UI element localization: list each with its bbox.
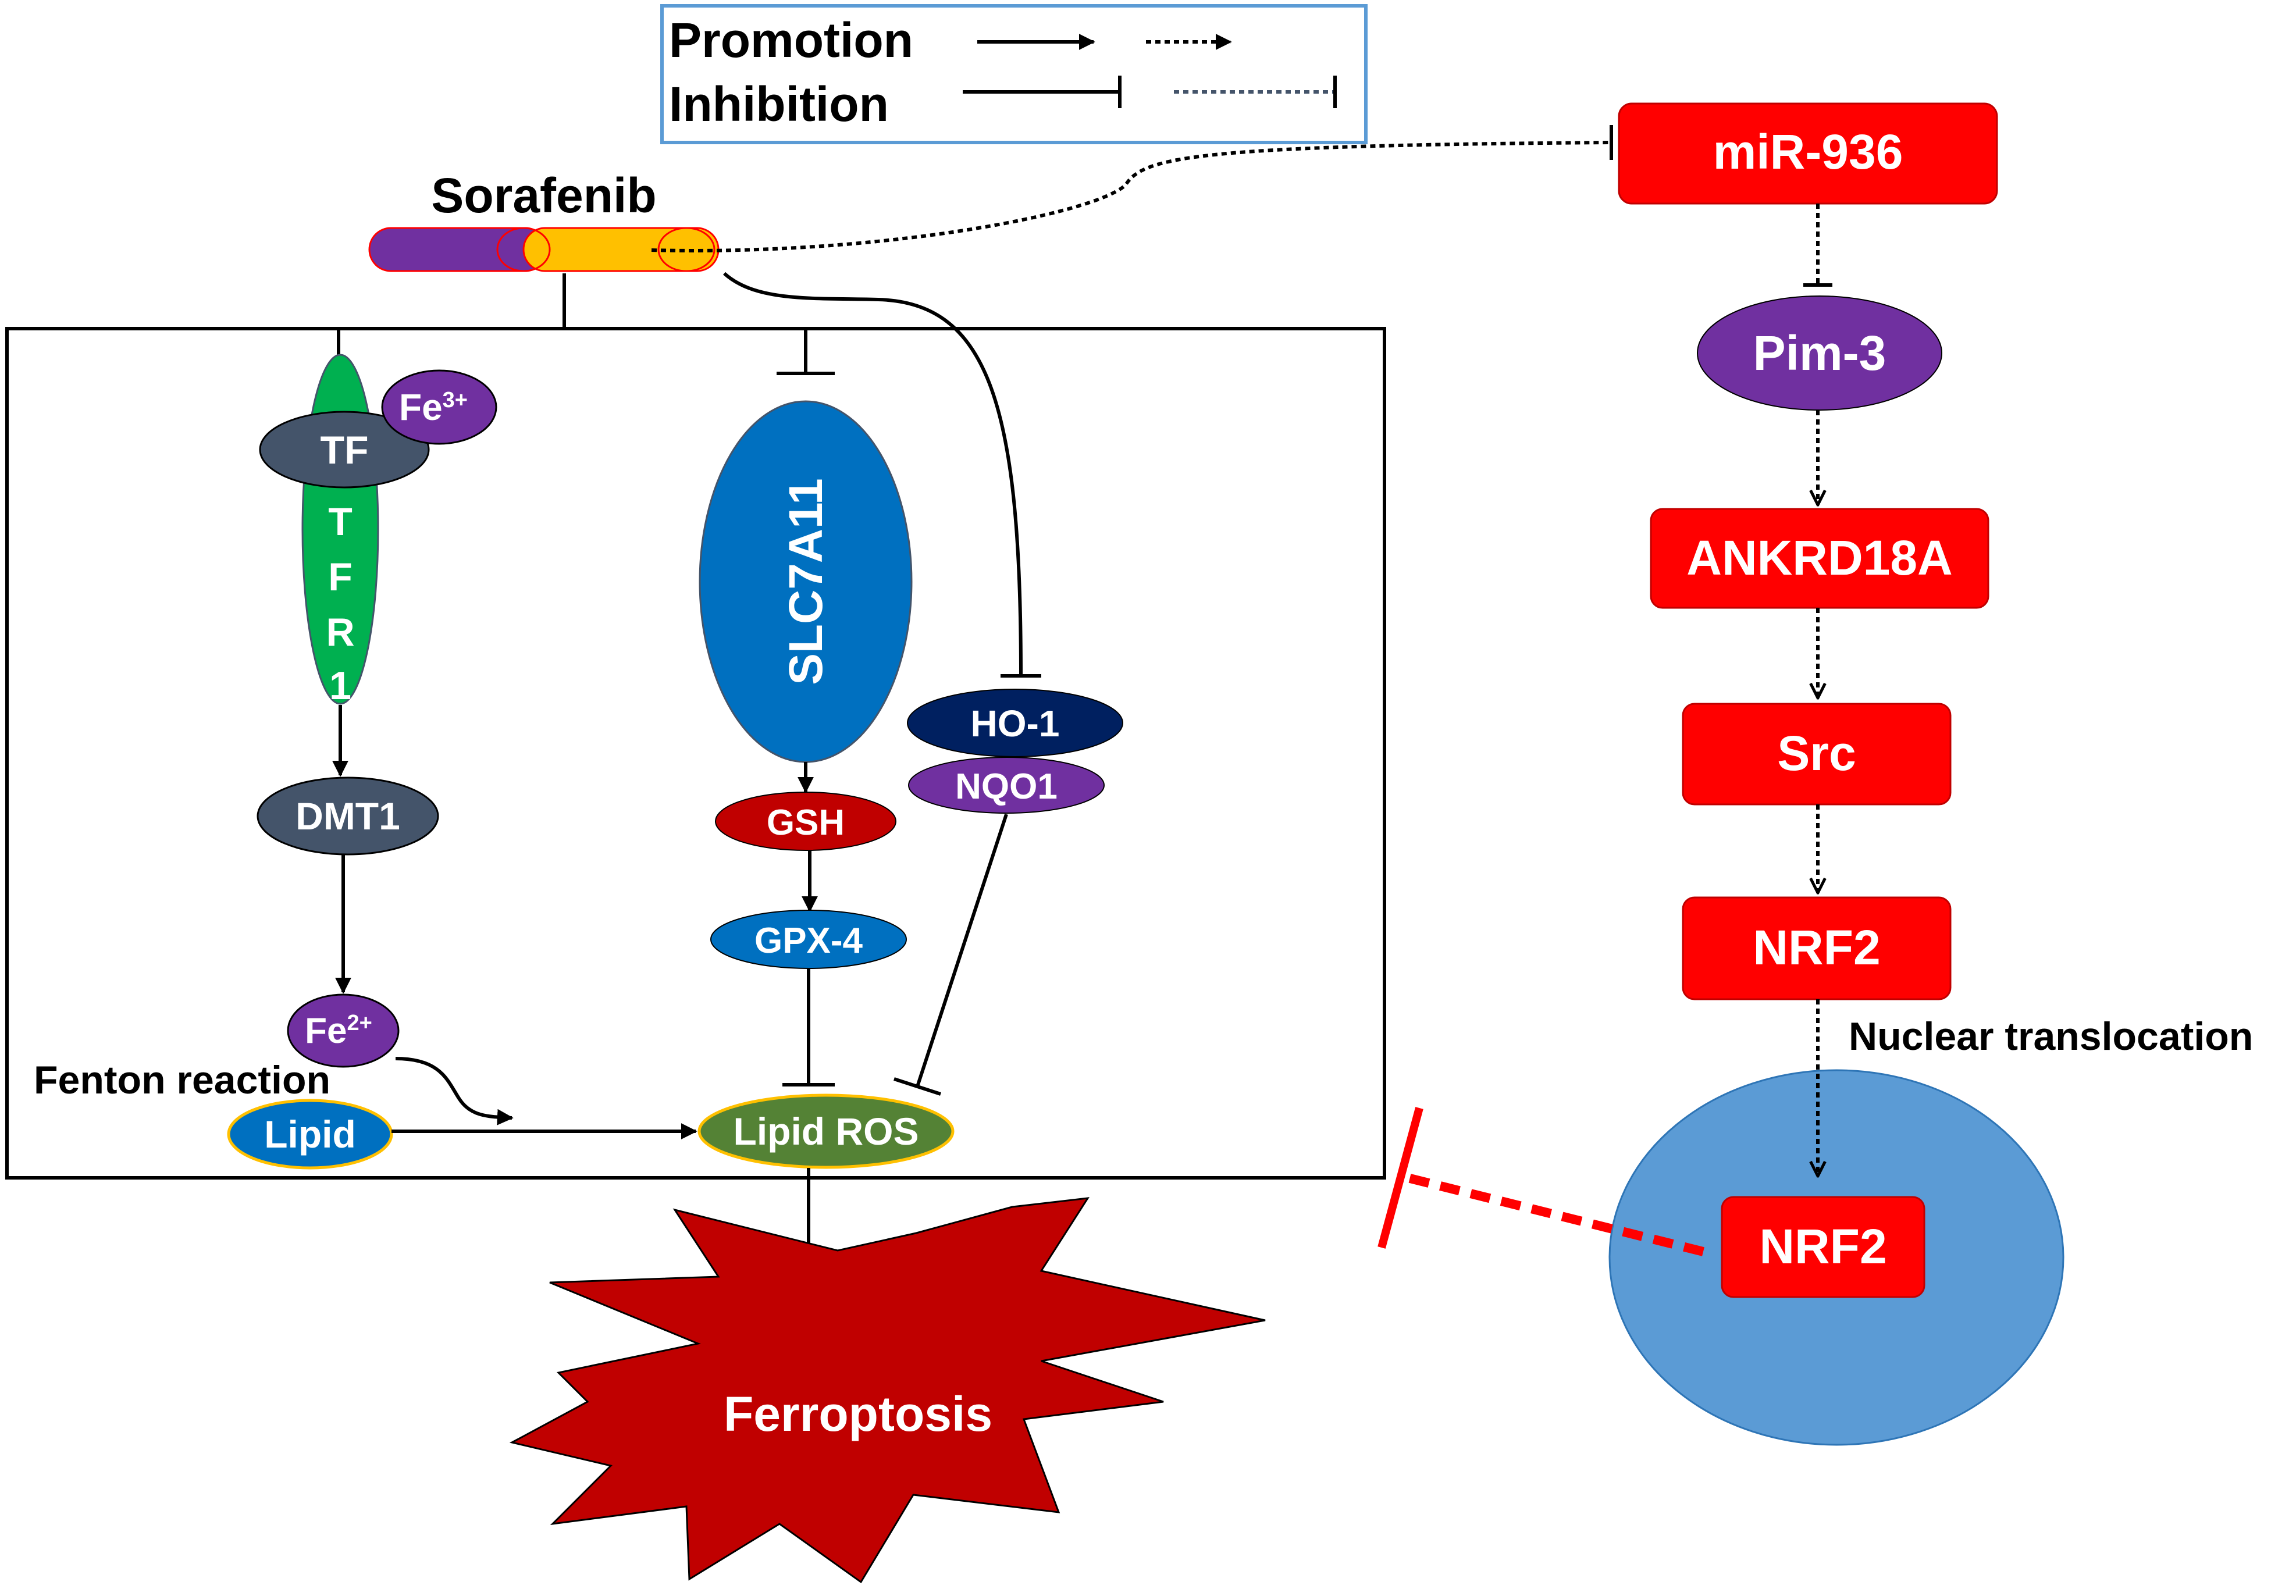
nuclear-translocation-label: Nuclear translocation	[1849, 1014, 2253, 1059]
legend-box: Promotion Inhibition	[660, 4, 1368, 144]
dmt1-node	[257, 776, 439, 856]
lipid-label: Lipid	[264, 1113, 356, 1156]
gsh-label: GSH	[767, 803, 845, 843]
pim3-label: Pim-3	[1753, 326, 1886, 380]
tfr1-letter-r: R	[326, 610, 354, 654]
nrf2-nuclear-box	[1721, 1196, 1925, 1298]
tfr1-letter-t: T	[328, 500, 353, 544]
gpx4-label: GPX-4	[754, 921, 863, 961]
legend-promotion-label: Promotion	[669, 13, 913, 67]
sorafenib-drug: Sorafenib	[368, 168, 720, 272]
tfr1-letter-f: F	[328, 555, 353, 599]
lipid-ros-label: Lipid ROS	[734, 1110, 919, 1153]
nrf2-cytoplasm-label: NRF2	[1753, 920, 1880, 975]
fe3-label: Fe3+	[399, 386, 468, 428]
ankrd18a-label: ANKRD18A	[1686, 530, 1952, 585]
ho1-node	[907, 689, 1123, 757]
mir936-box	[1618, 102, 1998, 205]
sorafenib-purple-segment	[368, 227, 548, 272]
gsh-node	[715, 792, 896, 851]
fenton-reaction-label: Fenton reaction	[34, 1058, 330, 1102]
legend-inhibition-label: Inhibition	[669, 77, 889, 131]
fe3-node	[381, 369, 497, 445]
fe2-label: Fe2+	[305, 1011, 372, 1051]
nrf2-inhibition-bar	[1377, 1107, 1423, 1249]
sorafenib-label: Sorafenib	[431, 168, 656, 223]
tf-label: TF	[320, 428, 368, 472]
tfr1-letter-1: 1	[329, 664, 351, 708]
ferroptosis-burst	[509, 1197, 1266, 1584]
slc7a11-label: SLC7A11	[779, 478, 832, 685]
nrf2-nuclear-label: NRF2	[1759, 1219, 1886, 1274]
tf-node	[259, 411, 430, 489]
lipid-ros-node	[697, 1093, 955, 1169]
nqo1-node	[908, 757, 1105, 814]
nrf2-inhibition-dashed-line	[1407, 1173, 1704, 1256]
nqo1-label: NQO1	[955, 767, 1058, 807]
src-label: Src	[1777, 726, 1856, 781]
lipid-node	[227, 1099, 393, 1170]
dmt1-label: DMT1	[296, 795, 400, 838]
pathway-box	[5, 327, 1386, 1180]
fe2-node	[287, 993, 400, 1068]
mir936-label: miR-936	[1713, 124, 1903, 179]
ferroptosis-label: Ferroptosis	[724, 1387, 992, 1441]
ho1-label: HO-1	[971, 703, 1060, 744]
